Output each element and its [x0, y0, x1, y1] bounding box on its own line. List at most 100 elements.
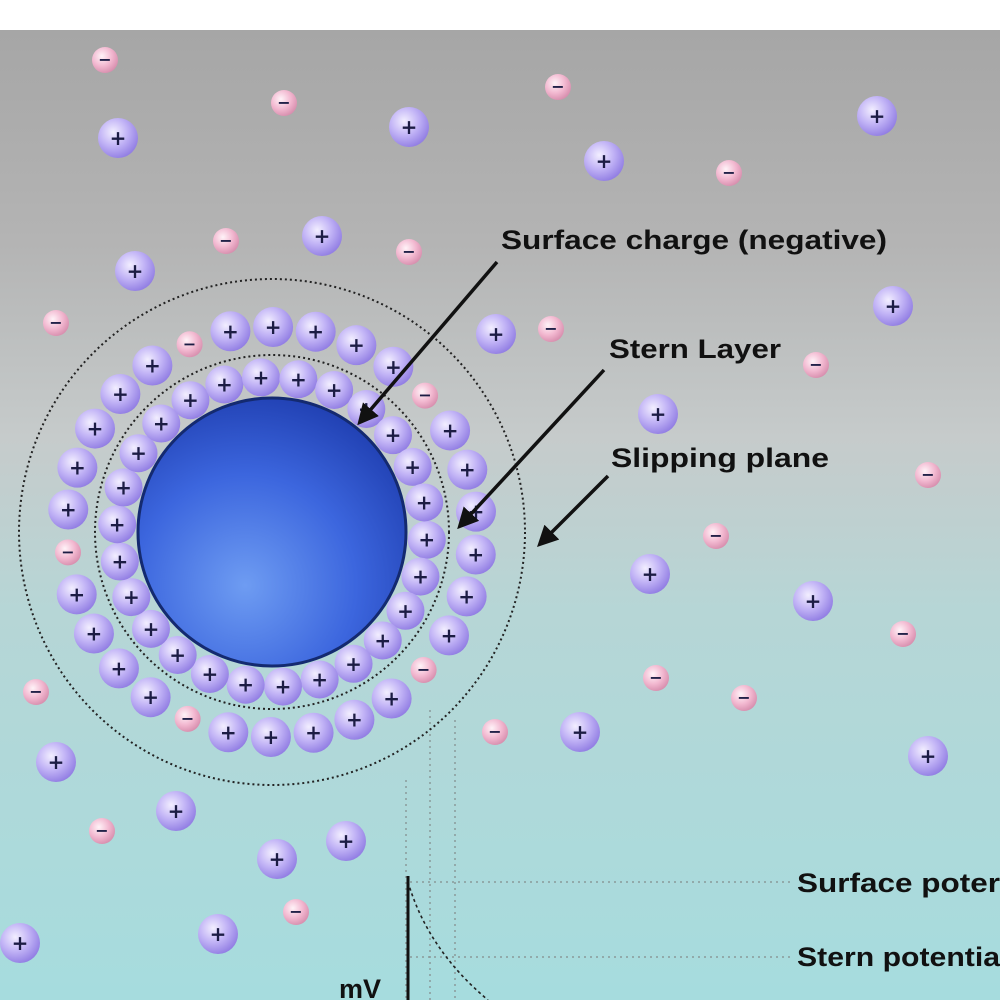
- svg-text:−: −: [488, 722, 501, 741]
- svg-text:+: +: [442, 418, 459, 442]
- cation-ion: +: [190, 654, 229, 693]
- cation-ion: +: [56, 574, 97, 615]
- anion-ion: −: [43, 310, 69, 336]
- svg-text:+: +: [311, 667, 328, 691]
- svg-text:+: +: [48, 750, 65, 774]
- svg-text:+: +: [307, 320, 324, 344]
- anion-ion: −: [716, 160, 742, 186]
- axis-unit-label: mV: [339, 974, 381, 1000]
- cation-ion: +: [130, 677, 171, 718]
- cation-ion: +: [242, 358, 281, 397]
- svg-text:+: +: [109, 512, 126, 536]
- cation-ion: +: [430, 410, 471, 451]
- cation-ion: +: [263, 667, 302, 706]
- cation-ion: +: [315, 371, 354, 410]
- cation-ion: +: [156, 791, 196, 831]
- negatively-charged-particle: [136, 396, 408, 668]
- svg-text:+: +: [642, 562, 659, 586]
- svg-text:+: +: [345, 652, 362, 676]
- svg-text:+: +: [182, 388, 199, 412]
- svg-text:−: −: [61, 542, 74, 561]
- cation-ion: +: [208, 712, 249, 753]
- ions: +++++++++++++++++++++++++++++−+++++−++++…: [0, 47, 948, 963]
- cation-ion: +: [205, 365, 244, 404]
- cation-ion: +: [300, 660, 339, 699]
- svg-text:+: +: [596, 149, 613, 173]
- svg-text:−: −: [49, 313, 62, 332]
- svg-text:+: +: [169, 643, 186, 667]
- svg-text:+: +: [86, 622, 103, 646]
- cation-ion: +: [142, 404, 181, 443]
- electric-double-layer-diagram: +++++++++++++++++++++++++++++−+++++−++++…: [0, 30, 1000, 1000]
- cation-ion: +: [630, 554, 670, 594]
- cation-ion: +: [57, 447, 98, 488]
- cation-ion: +: [98, 648, 139, 689]
- cation-ion: +: [334, 644, 373, 683]
- svg-text:−: −: [95, 821, 108, 840]
- cation-ion: +: [428, 615, 469, 656]
- anion-ion: −: [482, 719, 508, 745]
- slipping-plane-label: Slipping plane: [611, 443, 829, 473]
- cation-ion: +: [389, 107, 429, 147]
- cation-ion: +: [560, 712, 600, 752]
- svg-text:−: −: [722, 163, 735, 182]
- cation-ion: +: [407, 520, 446, 559]
- cation-ion: +: [401, 557, 440, 596]
- cation-ion: +: [257, 839, 297, 879]
- svg-text:−: −: [98, 50, 111, 69]
- svg-text:−: −: [921, 465, 934, 484]
- svg-text:+: +: [127, 259, 144, 283]
- cation-ion: +: [638, 394, 678, 434]
- svg-text:−: −: [551, 77, 564, 96]
- cation-ion: +: [336, 325, 377, 366]
- svg-text:+: +: [348, 333, 365, 357]
- cation-ion: +: [857, 96, 897, 136]
- svg-text:−: −: [181, 709, 194, 728]
- svg-text:+: +: [111, 656, 128, 680]
- anion-ion: −: [410, 656, 437, 683]
- svg-text:+: +: [404, 455, 421, 479]
- cation-ion: +: [302, 216, 342, 256]
- svg-text:+: +: [253, 365, 270, 389]
- svg-text:+: +: [416, 490, 433, 514]
- anion-ion: −: [890, 621, 916, 647]
- svg-text:+: +: [418, 528, 435, 552]
- cation-ion: +: [36, 742, 76, 782]
- anion-ion: −: [271, 90, 297, 116]
- svg-text:+: +: [374, 628, 391, 652]
- cation-ion: +: [131, 609, 170, 648]
- potential-decay-curve: [407, 881, 489, 1000]
- svg-text:+: +: [12, 931, 29, 955]
- anion-ion: −: [283, 899, 309, 925]
- svg-text:−: −: [809, 355, 822, 374]
- anion-ion: −: [213, 228, 239, 254]
- anion-ion: −: [89, 818, 115, 844]
- cation-ion: +: [104, 468, 143, 507]
- svg-text:+: +: [314, 224, 331, 248]
- svg-text:+: +: [572, 720, 589, 744]
- cation-ion: +: [115, 251, 155, 291]
- svg-text:+: +: [275, 675, 292, 699]
- cation-ion: +: [873, 286, 913, 326]
- cation-ion: +: [446, 576, 487, 617]
- cation-ion: +: [908, 736, 948, 776]
- svg-text:+: +: [142, 685, 159, 709]
- svg-text:+: +: [290, 367, 307, 391]
- svg-text:+: +: [441, 623, 458, 647]
- svg-text:+: +: [220, 720, 237, 744]
- svg-text:+: +: [153, 412, 170, 436]
- cation-ion: +: [326, 821, 366, 861]
- svg-text:+: +: [385, 355, 402, 379]
- svg-text:+: +: [401, 115, 418, 139]
- stern-layer-circle: [94, 354, 450, 710]
- cation-ion: +: [334, 699, 375, 740]
- cation-ion: +: [119, 434, 158, 473]
- cation-ion: +: [371, 678, 412, 719]
- svg-text:+: +: [111, 550, 128, 574]
- anion-ion: −: [643, 665, 669, 691]
- svg-text:+: +: [112, 382, 129, 406]
- svg-text:+: +: [488, 322, 505, 346]
- svg-text:+: +: [458, 584, 475, 608]
- svg-text:+: +: [269, 847, 286, 871]
- svg-text:−: −: [289, 902, 302, 921]
